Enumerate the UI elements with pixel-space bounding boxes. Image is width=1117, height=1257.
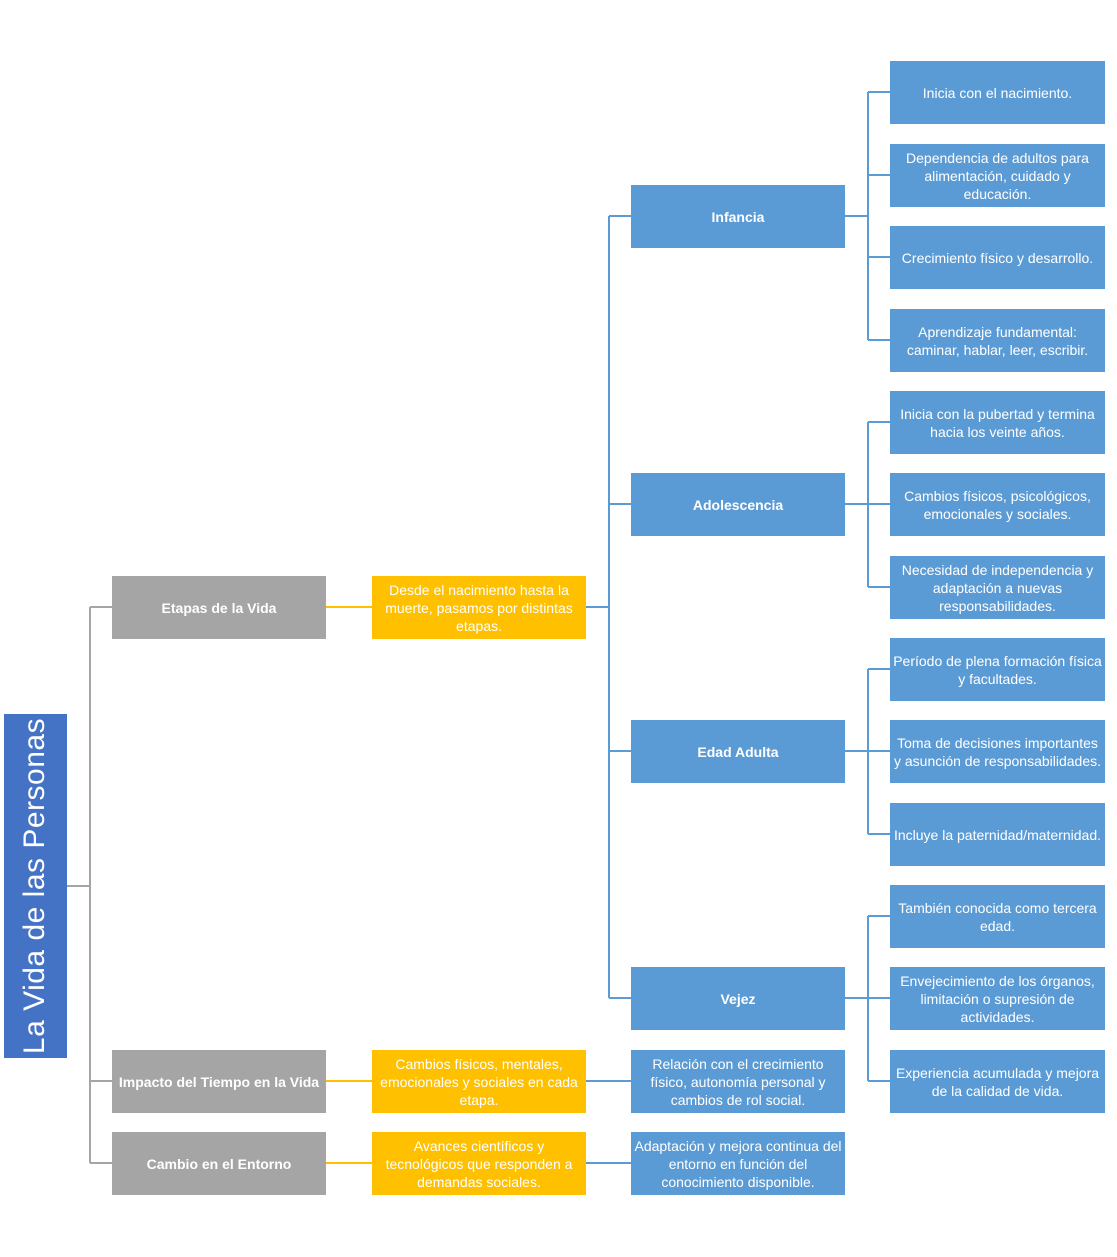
infancia-item: Aprendizaje fundamental: caminar, hablar…	[890, 309, 1105, 372]
description-entorno: Avances científicos y tecnológicos que r…	[372, 1132, 586, 1195]
stage-infancia: Infancia	[631, 185, 845, 248]
infancia-item: Dependencia de adultos para alimentación…	[890, 144, 1105, 207]
edad-adulta-item: Toma de decisiones importantes y asunció…	[890, 720, 1105, 783]
adolescencia-item: Necesidad de independencia y adaptación …	[890, 556, 1105, 619]
stage-adolescencia: Adolescencia	[631, 473, 845, 536]
infancia-item: Crecimiento físico y desarrollo.	[890, 226, 1105, 289]
vejez-item: Experiencia acumulada y mejora de la cal…	[890, 1050, 1105, 1113]
vejez-item: Envejecimiento de los órganos, limitació…	[890, 967, 1105, 1030]
branch-impacto: Impacto del Tiempo en la Vida	[112, 1050, 326, 1113]
description-impacto: Cambios físicos, mentales, emocionales y…	[372, 1050, 586, 1113]
vejez-item: También conocida como tercera edad.	[890, 885, 1105, 948]
branch-etapas: Etapas de la Vida	[112, 576, 326, 639]
detail-entorno: Adaptación y mejora continua del entorno…	[631, 1132, 845, 1195]
stage-vejez: Vejez	[631, 967, 845, 1030]
edad-adulta-item: Período de plena formación física y facu…	[890, 638, 1105, 701]
root-title: La Vida de las Personas	[18, 717, 52, 1055]
stage-edad-adulta: Edad Adulta	[631, 720, 845, 783]
infancia-item: Inicia con el nacimiento.	[890, 61, 1105, 124]
branch-entorno: Cambio en el Entorno	[112, 1132, 326, 1195]
edad-adulta-item: Incluye la paternidad/maternidad.	[890, 803, 1105, 866]
adolescencia-item: Cambios físicos, psicológicos, emocional…	[890, 473, 1105, 536]
description-etapas: Desde el nacimiento hasta la muerte, pas…	[372, 576, 586, 639]
adolescencia-item: Inicia con la pubertad y termina hacia l…	[890, 391, 1105, 454]
root-node: La Vida de las Personas	[4, 714, 67, 1058]
detail-impacto: Relación con el crecimiento físico, auto…	[631, 1050, 845, 1113]
